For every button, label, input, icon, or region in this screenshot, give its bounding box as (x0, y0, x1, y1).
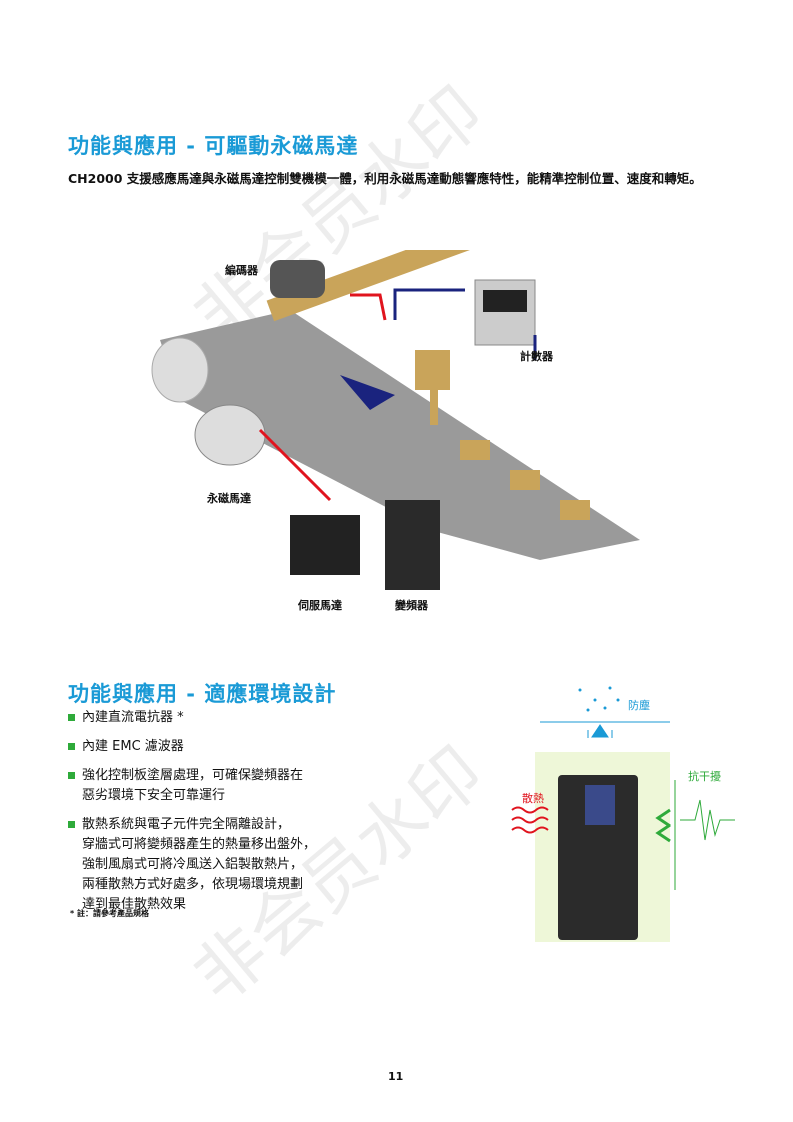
list-item: 散熱系統與電子元件完全隔離設計， 穿牆式可將變頻器產生的熱量移出盤外， 強制風扇… (68, 815, 316, 915)
label-pm-motor: 永磁馬達 (207, 492, 251, 505)
section-title: 功能與應用 - 可驅動永磁馬達 (68, 134, 359, 158)
direction-arrow (340, 375, 395, 410)
intro-text: CH2000 支援感應馬達與永磁馬達控制雙機模一體，利用永磁馬達動態響應特性，能… (68, 171, 702, 186)
label-encoder: 編碼器 (225, 264, 258, 277)
heat-wave-icon (511, 806, 549, 834)
counter-device (474, 279, 536, 346)
servo-device (290, 515, 360, 575)
label-counter: 計數器 (520, 350, 553, 363)
label-interference: 抗干擾 (688, 770, 721, 783)
pm-motor-illustration (151, 250, 640, 590)
inverter-image (558, 775, 638, 940)
arrow-up-icon (587, 724, 613, 738)
conveyor-belt (160, 310, 640, 560)
noise-wave-icon (680, 799, 735, 841)
label-inverter: 變頻器 (395, 599, 428, 612)
shaft (266, 250, 519, 322)
environment-illustration (511, 686, 735, 942)
label-heat: 散熱 (522, 792, 544, 805)
label-dust: 防塵 (628, 699, 650, 712)
footnote: * 註：請參考產品規格 (70, 909, 149, 918)
pm-motor-device (194, 404, 266, 466)
sensor (415, 350, 450, 390)
section-title: 功能與應用 - 適應環境設計 (68, 682, 337, 706)
list-item: 強化控制板塗層處理，可確保變頻器在 惡劣環境下安全可靠運行 (68, 766, 316, 806)
roll (151, 337, 209, 403)
arrow-left-icon (655, 808, 671, 843)
dust-particles-icon (578, 686, 620, 712)
label-servo-motor: 伺服馬達 (298, 599, 342, 612)
encoder-device (270, 260, 325, 298)
inverter-device (385, 500, 440, 590)
feature-list: 內建直流電抗器 * 內建 EMC 濾波器 強化控制板塗層處理，可確保變頻器在 惡… (68, 708, 316, 924)
list-item: 內建 EMC 濾波器 (68, 737, 316, 757)
page-number: 11 (388, 1070, 404, 1083)
list-item: 內建直流電抗器 * (68, 708, 316, 728)
